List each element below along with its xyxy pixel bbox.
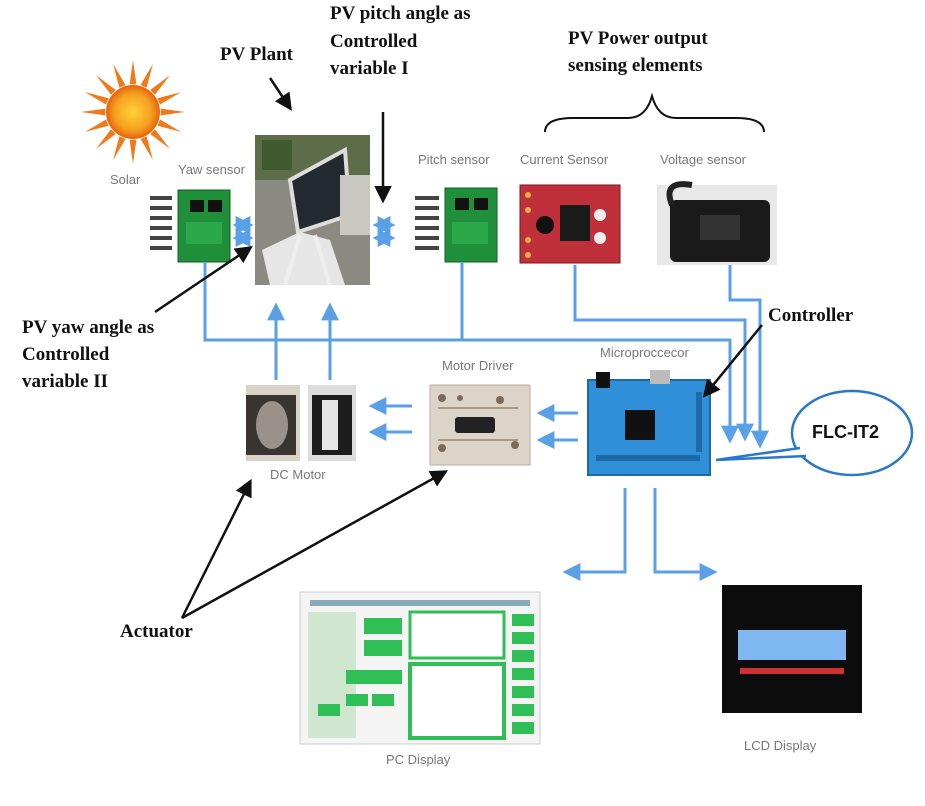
pitch-sensor-label: Pitch sensor [418,152,490,167]
flc-bubble [715,389,914,477]
sun-ray [160,108,185,116]
yaw-label-line1: PV yaw angle as [22,317,155,338]
pitch-sensor-board [415,187,498,263]
lcd-display-photo [722,585,862,713]
microprocessor-board [587,370,711,476]
solar-label: Solar [110,172,141,187]
sun-ray [140,64,153,88]
controller-label: Controller [768,305,854,326]
sun-ray [129,60,137,85]
yaw-label-line3: variable II [22,371,109,392]
motor-driver-label: Motor Driver [442,358,514,373]
sun-ray [157,92,181,105]
yaw-sensor-label: Yaw sensor [178,162,245,177]
pc-display-label: PC Display [386,752,451,767]
pitch-label-line2: Controlled [330,31,418,52]
sun-ray [113,64,126,88]
voltage-sensor-label: Voltage sensor [660,152,747,167]
sun-ray [113,136,126,160]
current-sensor-label: Current Sensor [520,152,609,167]
annotation-arrows [154,77,763,620]
pv-plant-photo [255,135,370,286]
signal-arrows [203,216,769,581]
dc-motor-label: DC Motor [270,467,326,482]
sun-ray [129,139,137,164]
power-label-line1: PV Power output [568,28,708,49]
sun-ray [85,92,109,105]
sun-ray [96,129,116,149]
yaw-sensor-board [150,189,231,263]
yaw-label-line2: Controlled [22,344,110,365]
power-brace [544,92,765,133]
sun-ray [150,129,170,149]
sun-ray [96,75,116,95]
microprocessor-label: Microproccecor [600,345,689,360]
sun-ray [150,75,170,95]
sun-ray [157,119,181,132]
current-sensor-board [519,184,621,264]
pitch-label-line3: variable I [330,58,409,79]
pc-display-screenshot [299,591,541,745]
sun-ray [140,136,153,160]
motor-driver-board [429,384,531,466]
voltage-sensor-box [657,181,777,265]
pv-plant-label: PV Plant [220,44,294,65]
flc-it2-label: FLC-IT2 [812,422,879,442]
sun-icon [81,60,185,164]
sun-ray [85,119,109,132]
lcd-display-label: LCD Display [744,738,817,753]
power-label-line2: sensing elements [568,55,703,76]
sun-ray [81,108,106,116]
pitch-label-line1: PV pitch angle as [330,3,471,24]
actuator-label: Actuator [120,621,193,642]
dc-motor-photo [246,385,356,461]
